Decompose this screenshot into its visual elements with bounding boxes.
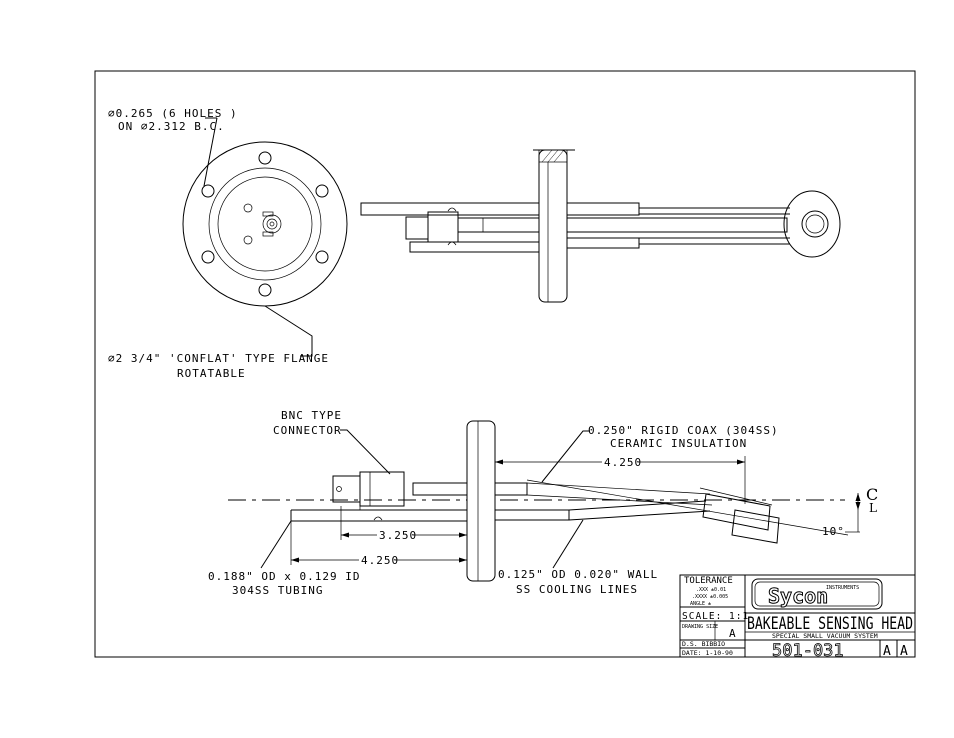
cooling-note-line2: SS COOLING LINES	[516, 583, 638, 596]
flange-note-line2: ROTATABLE	[177, 367, 246, 380]
centerline-symbol: C	[866, 485, 878, 504]
bnc-leader	[340, 429, 391, 475]
dim-3250-label: 3.250	[379, 529, 417, 542]
cooling-leader	[552, 519, 584, 569]
bnc-note-line1: BNC TYPE	[281, 409, 342, 422]
dim-bottom-4250-label: 4.250	[361, 554, 399, 567]
coax-leader	[541, 430, 590, 483]
company-logo-sub: INSTRUMENTS	[826, 585, 859, 591]
drawing-border	[94, 70, 916, 658]
flange-leader	[264, 305, 313, 357]
coax-note-line2: CERAMIC INSULATION	[610, 437, 747, 450]
drawing-title: BAKEABLE SENSING HEAD	[747, 614, 913, 634]
company-logo: Sycon	[768, 584, 828, 608]
drawing-subtitle: SPECIAL SMALL VACUUM SYSTEM	[772, 632, 878, 640]
drawing-date: DATE: 1-10-90	[682, 649, 733, 657]
angle-label: 10°	[822, 525, 845, 538]
centerline-symbol-sub: L	[869, 501, 877, 515]
tubing-leader	[260, 520, 292, 569]
drawing-size-label: DRAWING SIZE	[682, 624, 718, 630]
holes-note-line2: ON ⌀2.312 B.C.	[118, 120, 225, 133]
title-block	[679, 574, 916, 658]
holes-note-line1: ⌀0.265 (6 HOLES )	[108, 107, 238, 120]
tolerance-xxxx: .XXXX ±0.005	[692, 594, 728, 600]
holes-leader	[203, 117, 218, 187]
tubing-note-line2: 304SS TUBING	[232, 584, 323, 597]
dimension-top-4250	[495, 455, 746, 504]
tolerance-xxx: .XXX ±0.01	[696, 587, 726, 593]
drawn-by: D.S. BIBBIO	[682, 640, 725, 648]
bottom-side-view	[228, 420, 849, 582]
coax-note-line1: 0.250" RIGID COAX (304SS)	[588, 424, 779, 437]
flange-note-line1: ⌀2 3/4" 'CONFLAT' TYPE FLANGE	[108, 352, 329, 365]
dimension-bottom-4250	[290, 521, 467, 565]
tolerance-label: TOLERANCE	[684, 576, 733, 586]
drawing-number: 501-031	[772, 641, 844, 661]
top-side-view	[360, 149, 841, 303]
drawing-size: A	[729, 627, 737, 640]
tolerance-angle: ANGLE ±	[690, 601, 711, 607]
dimension-3250	[340, 506, 467, 540]
cooling-note-line1: 0.125" OD 0.020" WALL	[498, 568, 658, 581]
bnc-note-line2: CONNECTOR	[273, 424, 342, 437]
revision-2: A	[900, 644, 909, 659]
dim-top-4250-label: 4.250	[604, 456, 642, 469]
revision-1: A	[883, 644, 892, 659]
tubing-note-line1: 0.188" OD x 0.129 ID	[208, 570, 360, 583]
scale-label: SCALE: 1:1	[682, 611, 749, 622]
